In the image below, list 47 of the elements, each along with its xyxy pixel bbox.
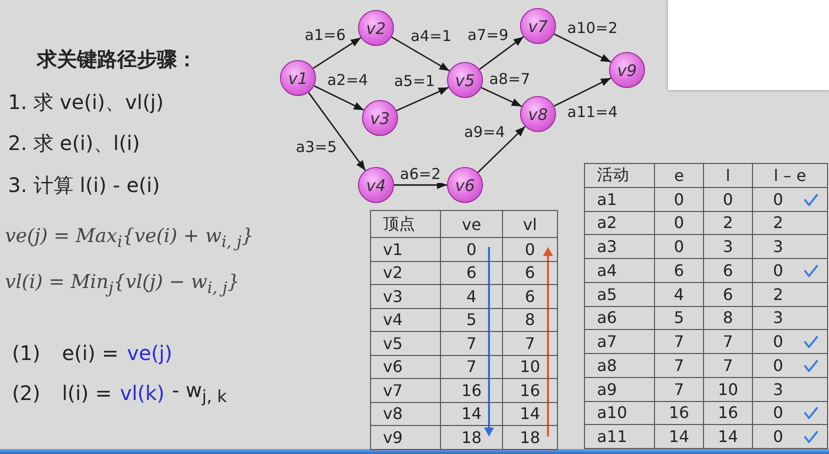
- formula-text: l(i) =: [62, 380, 112, 406]
- arrow: [314, 85, 364, 111]
- vertex-node: v9: [609, 52, 645, 88]
- arrow: [554, 77, 612, 107]
- header-cell: l – e: [752, 163, 828, 188]
- vertex-node: v3: [362, 100, 398, 136]
- arrow: [308, 92, 366, 171]
- vertex-node: v2: [358, 10, 394, 46]
- arrow: [394, 181, 447, 189]
- table-cell: 18: [502, 425, 558, 450]
- header-cell: vl: [502, 210, 558, 238]
- value-text: 0: [773, 356, 784, 375]
- formula-text: - w$_{j, k}$: [172, 376, 227, 408]
- vertex-node: v4: [358, 167, 394, 203]
- table-cell: v9: [370, 425, 441, 450]
- step-text: 3. 计算 l(i) - e(i): [8, 172, 160, 198]
- list-number: (1): [12, 340, 40, 366]
- vertex-node: v5: [447, 62, 483, 98]
- vertex-node: v1: [280, 60, 316, 96]
- arrow: [477, 126, 526, 173]
- header-cell: 活动: [584, 163, 655, 188]
- arrow: [391, 36, 450, 72]
- table-cell: a11: [584, 424, 655, 449]
- formula: vl(i) = Min$_{j}${vl(j) − w$_{i, j}$}: [5, 270, 240, 299]
- vertex-node: v8: [520, 96, 556, 132]
- header-cell: 顶点: [370, 210, 441, 238]
- arrow: [312, 37, 362, 69]
- value-text: 0: [773, 403, 784, 422]
- value-text: 0: [773, 427, 784, 446]
- arrow: [554, 33, 612, 63]
- formula-text: vl(k): [120, 380, 165, 406]
- formula-text: ve(j): [127, 340, 172, 366]
- arrow: [481, 86, 522, 108]
- step-text: 1. 求 ve(i)、vl(j): [8, 89, 164, 115]
- edge-label: a6=2: [398, 165, 443, 183]
- arrow: [479, 36, 524, 70]
- value-text: 0: [773, 260, 784, 280]
- heading: 求关键路径步骤：: [37, 46, 197, 72]
- value-text: 0: [773, 332, 784, 352]
- vertex-node: v7: [520, 8, 556, 44]
- value-text: 0: [773, 190, 784, 209]
- formula-text: e(i) =: [62, 340, 119, 366]
- formula: ve(j) = Max$_{i}${ve(i) + w$_{i, j}$}: [5, 224, 254, 253]
- vertex-node: v6: [447, 167, 483, 203]
- list-number: (2): [12, 380, 40, 406]
- arrow: [396, 86, 449, 112]
- step-text: 2. 求 e(i)、l(i): [8, 130, 140, 156]
